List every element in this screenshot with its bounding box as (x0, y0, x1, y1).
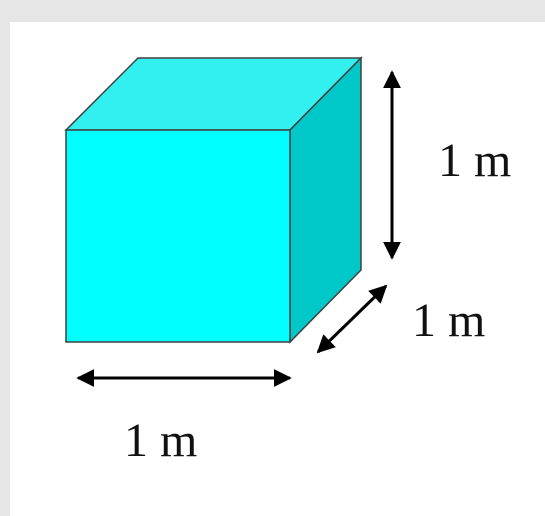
height-label: 1 m (438, 134, 511, 187)
width-label: 1 m (124, 414, 197, 467)
depth-label: 1 m (412, 294, 485, 347)
depth-arrow (316, 284, 388, 354)
cube-front-face (65, 129, 291, 343)
